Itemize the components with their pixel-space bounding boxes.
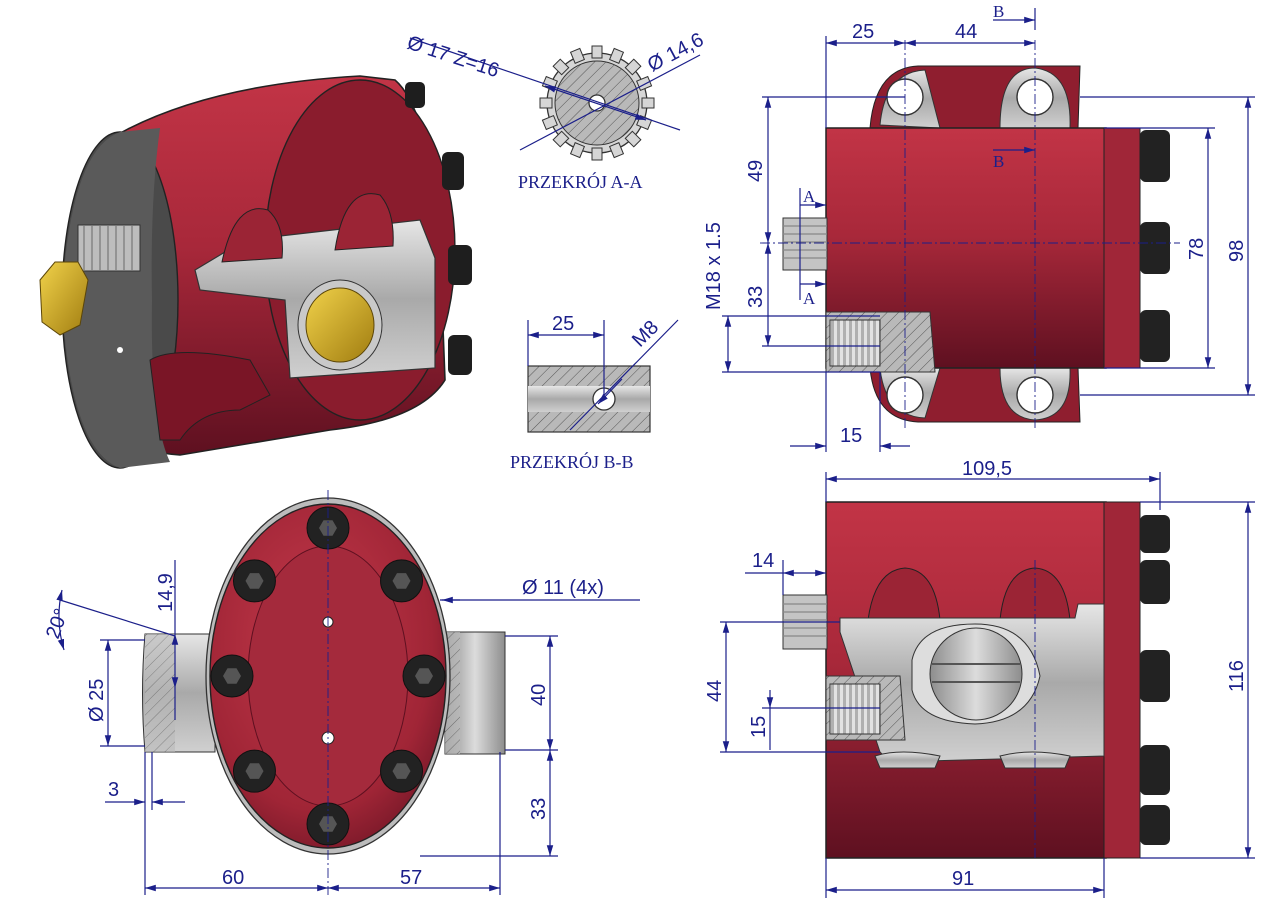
bb-dim-25: 25 [552,313,574,335]
side-section-a-top: A [803,187,816,206]
hex-socket [392,573,411,589]
top-dim-116: 116 [1226,660,1248,692]
top-dim-109-5: 109,5 [962,458,1012,480]
spline-tooth [624,58,642,76]
side-view: 25 44 B B 49 33 M18 x 1.5 A A 78 98 15 [703,2,1255,452]
spline-inner-label: Ø 14,6 [644,29,707,77]
spline-tooth [591,147,603,161]
top-dim-15: 15 [748,716,770,738]
hex-socket [415,668,433,684]
spline-tooth [591,45,603,59]
top-dim-91: 91 [952,868,974,890]
front-dim-14-9: 14,9 [155,573,177,612]
front-dia-25: Ø 25 [86,679,108,722]
hex-socket [245,573,264,589]
spline-tooth [624,130,642,148]
bb-thread-label: M8 [628,316,663,351]
front-dim-40: 40 [528,684,550,706]
front-holes-label: Ø 11 (4x) [522,577,604,599]
hex-socket [245,763,264,779]
side-dim-98: 98 [1226,240,1248,262]
spline-tooth [539,97,553,109]
side-section-b-bottom: B [993,152,1004,171]
spline-tooth [569,47,586,64]
spline-section: Ø 17 Z=16 Ø 14,6 PRZEKRÓJ A-A [404,29,707,192]
side-dim-15: 15 [840,425,862,447]
spline-outer-label: Ø 17 Z=16 [404,32,501,82]
top-dim-14: 14 [752,550,774,572]
side-section-b-top: B [993,2,1004,21]
section-bb: 25 M8 PRZEKRÓJ B-B [510,313,679,472]
side-dim-33: 33 [745,286,767,308]
side-thread-label: M18 x 1.5 [703,222,725,310]
spline-tooth [552,58,570,76]
top-bolts [1140,515,1170,845]
front-bolts [210,506,446,846]
top-dim-44: 44 [704,680,726,702]
isometric-view [39,75,472,469]
hex-socket [223,668,241,684]
front-dim-3: 3 [108,779,119,801]
front-dim-33: 33 [528,798,550,820]
spline-tooth [608,142,625,159]
side-dim-78: 78 [1186,238,1208,260]
spline-tooth [569,142,586,159]
front-dim-57: 57 [400,867,422,889]
spline-tooth [608,47,625,64]
side-dim-25: 25 [852,21,874,43]
section-aa-caption: PRZEKRÓJ A-A [518,171,643,192]
front-angle: 20° [42,606,73,642]
side-dim-49: 49 [745,160,767,182]
front-dim-60: 60 [222,867,244,889]
side-dim-44: 44 [955,21,977,43]
bolt-heads [405,82,472,375]
spline-tooth [641,97,655,109]
hex-socket [392,763,411,779]
section-bb-caption: PRZEKRÓJ B-B [510,451,634,472]
front-view: 20° 14,9 Ø 25 Ø 11 (4x) 40 33 3 60 57 [42,490,640,895]
top-view: 109,5 14 44 15 116 91 [704,458,1255,898]
side-section-a-bottom: A [803,289,816,308]
spline-tooth [552,130,570,148]
side-bolts [1140,130,1170,362]
